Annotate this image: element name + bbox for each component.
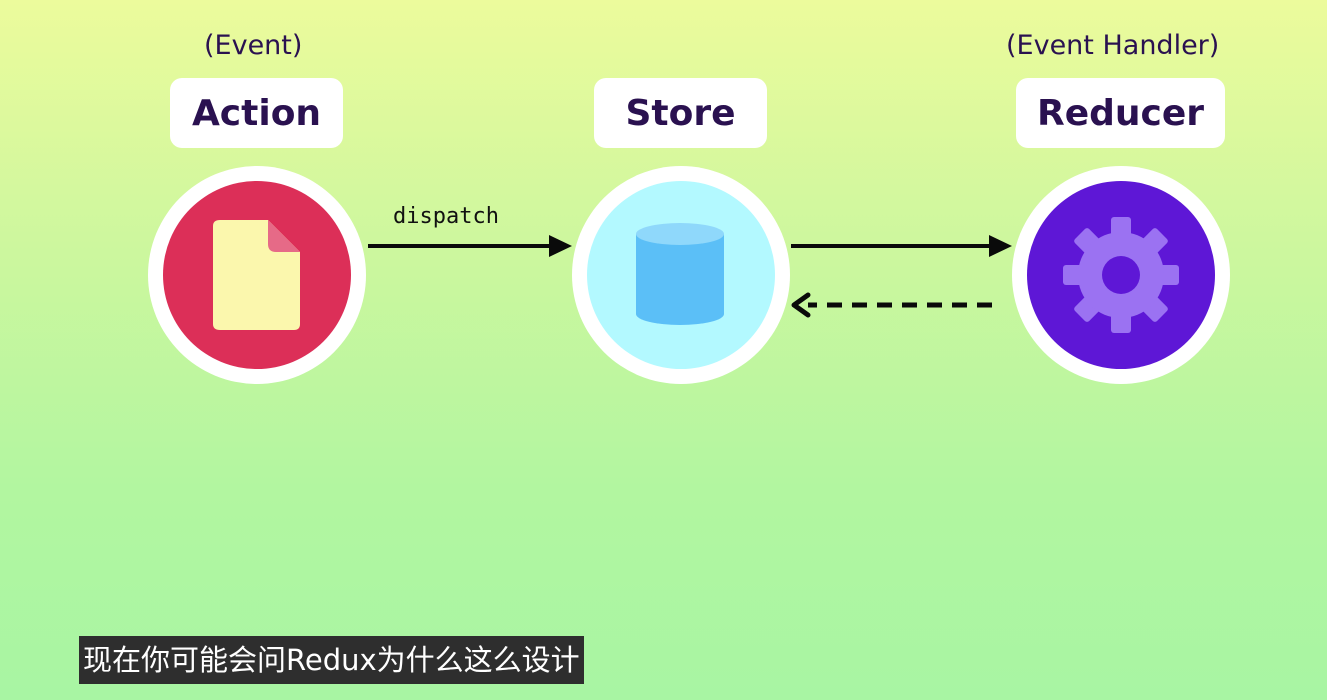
action-subtitle: (Event): [204, 30, 303, 61]
subtitle-caption: 现在你可能会问Redux为什么这么设计: [79, 636, 584, 684]
store-title-box: Store: [594, 78, 767, 148]
reducer-to-store-dashed-arrow: [791, 292, 992, 318]
reducer-title: Reducer: [1036, 92, 1205, 134]
store-to-reducer-arrow: [791, 235, 1012, 257]
action-title-box: Action: [170, 78, 343, 148]
action-node: [148, 166, 366, 384]
file-icon: [213, 220, 300, 330]
store-node: [572, 166, 790, 384]
store-title: Store: [625, 92, 736, 134]
reducer-subtitle: (Event Handler): [1006, 30, 1220, 61]
action-title: Action: [191, 92, 322, 134]
reducer-title-box: Reducer: [1016, 78, 1225, 148]
dispatch-label: dispatch: [393, 204, 499, 229]
database-icon: [636, 223, 724, 325]
gear-icon: [1063, 217, 1179, 333]
reducer-node: [1012, 166, 1230, 384]
dispatch-arrow: [368, 235, 572, 257]
